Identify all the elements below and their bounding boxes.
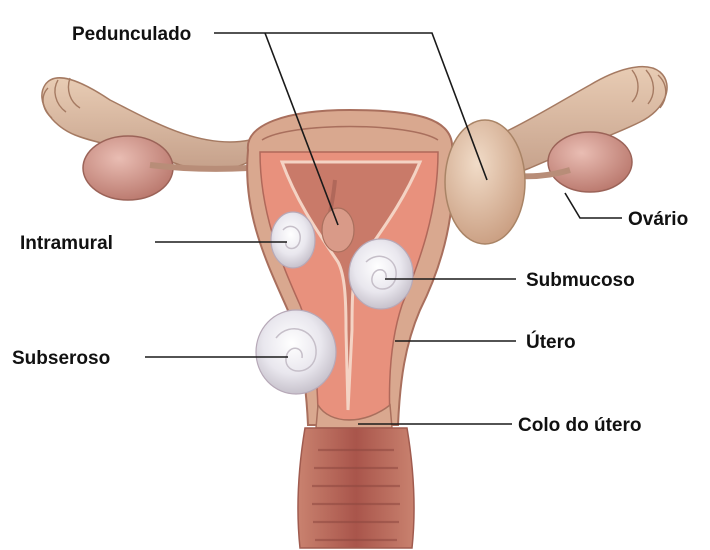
label-pedunculado: Pedunculado (72, 24, 191, 45)
label-intramural: Intramural (20, 233, 113, 254)
fibroid-subseroso (256, 310, 336, 394)
fibroid-submucoso (349, 239, 413, 309)
label-subseroso: Subseroso (12, 348, 110, 369)
label-utero: Útero (526, 331, 576, 353)
fibroid-intramural (271, 212, 315, 268)
label-colo: Colo do útero (518, 415, 641, 436)
label-ovario: Ovário (628, 209, 688, 230)
vagina (298, 428, 414, 548)
fibroid-pedunculado-outer (445, 120, 525, 244)
label-submucoso: Submucoso (526, 270, 635, 291)
leader-ovario (565, 193, 622, 218)
